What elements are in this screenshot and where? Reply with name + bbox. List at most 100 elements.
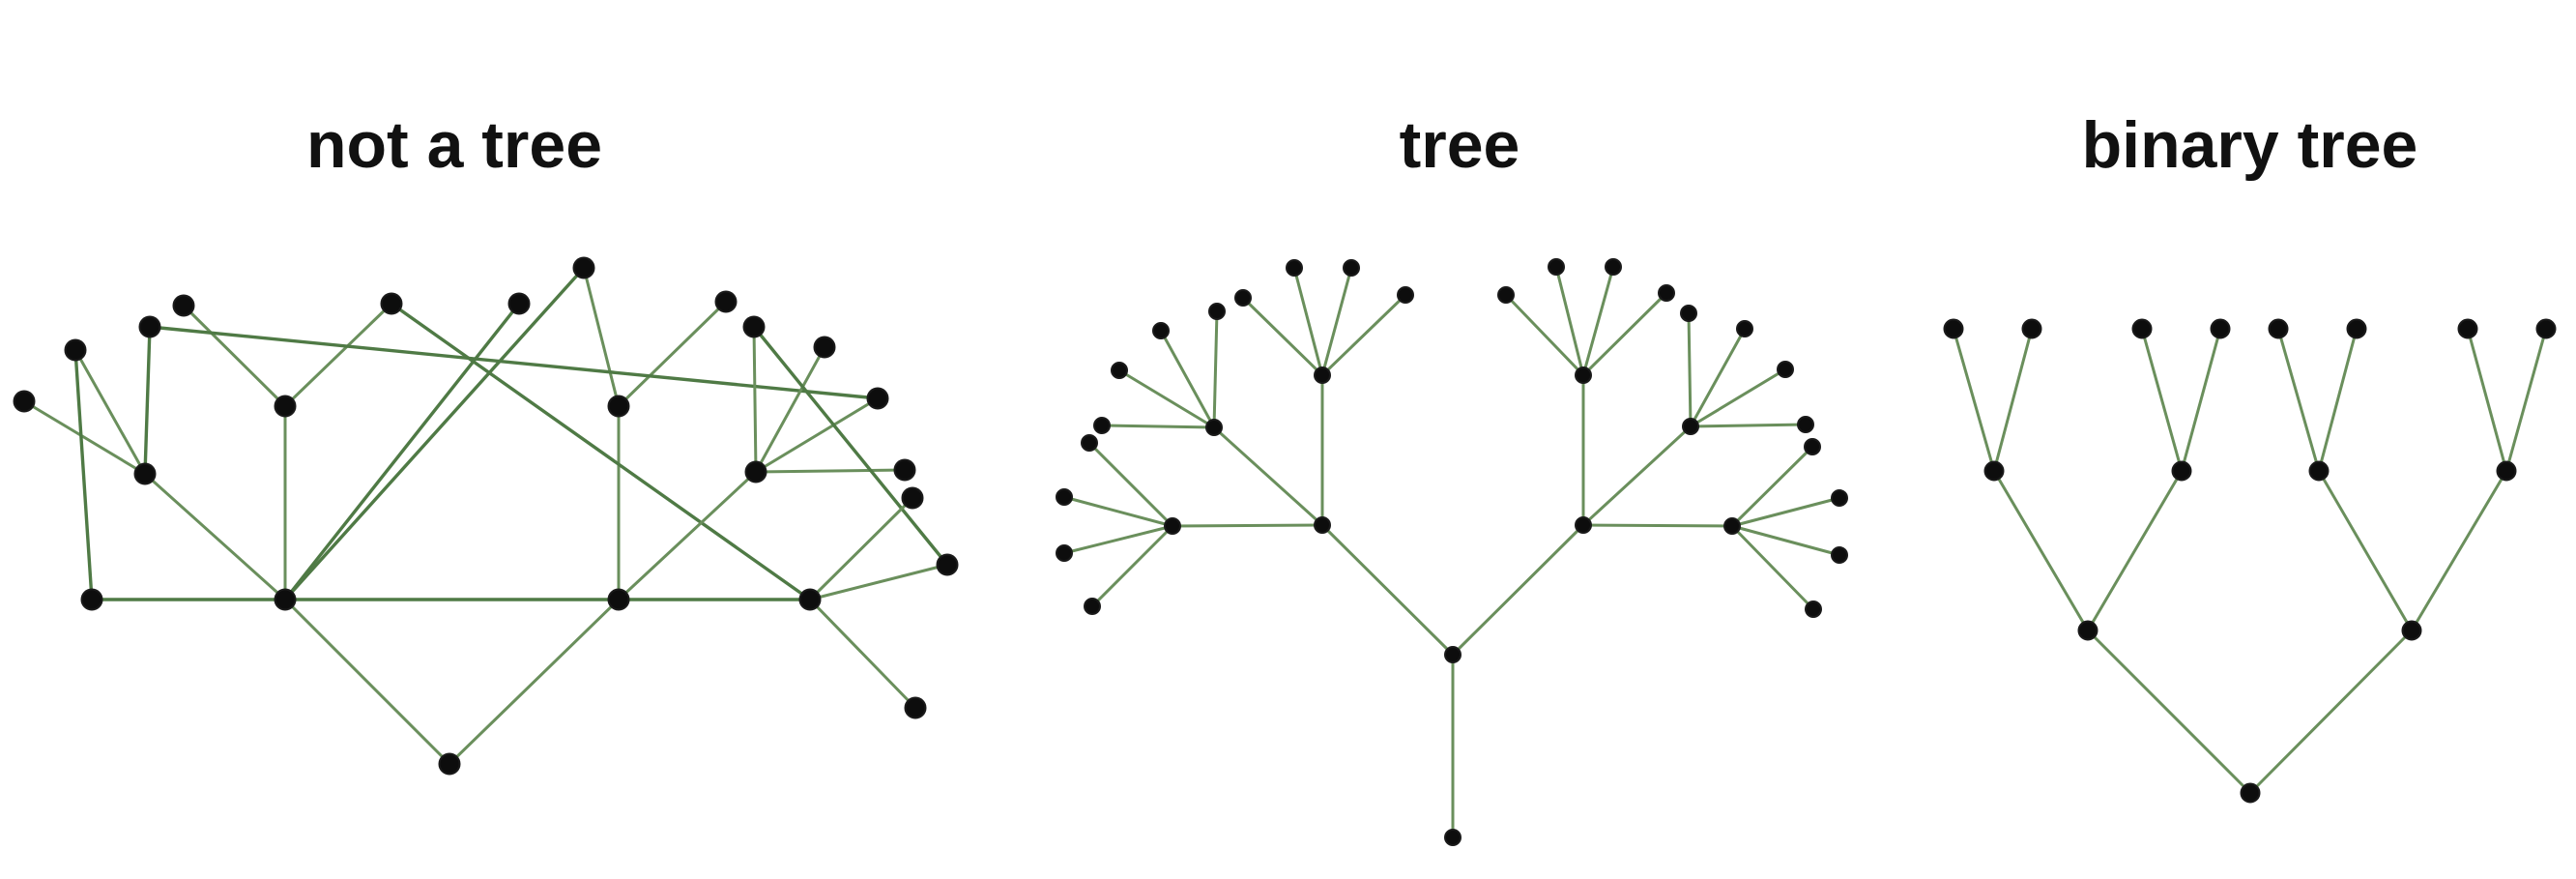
figure-title: binary tree xyxy=(2081,108,2418,182)
graph-node xyxy=(1497,286,1515,304)
graph-node xyxy=(1943,318,1964,339)
graph-node xyxy=(1804,438,1821,455)
graph-node xyxy=(138,315,161,338)
graph-node xyxy=(2457,318,2478,339)
graph-node xyxy=(64,338,87,362)
graph-node xyxy=(1831,489,1848,507)
graph-node xyxy=(901,486,924,510)
graph-edge xyxy=(1212,425,1324,527)
graph-node xyxy=(1205,419,1223,436)
graph-edge xyxy=(1581,291,1668,377)
graph-node xyxy=(438,752,461,776)
figure-tree: tree xyxy=(996,0,1924,879)
graph-node xyxy=(744,460,767,483)
graph-node xyxy=(133,462,157,485)
figure-title: tree xyxy=(1399,108,1520,182)
graph-edge xyxy=(390,302,812,601)
graph-edge xyxy=(2504,327,2548,473)
graph-node xyxy=(1658,284,1675,302)
graph-node xyxy=(1056,544,1073,562)
graph-node xyxy=(1680,305,1697,322)
graph-edge xyxy=(2317,469,2414,632)
graph-node xyxy=(1736,320,1753,337)
graph-edge xyxy=(182,304,287,408)
graph-node xyxy=(866,387,889,410)
graph-node xyxy=(572,256,595,279)
graph-edge xyxy=(1581,265,1615,377)
graph-node xyxy=(1797,416,1814,433)
graph-edge xyxy=(1117,368,1216,429)
graph-node xyxy=(1286,259,1303,277)
graph-node xyxy=(1831,546,1848,564)
graph-node xyxy=(1314,366,1331,384)
graph-node xyxy=(274,588,297,611)
graph-edge xyxy=(1689,423,1808,428)
figure-not-a-tree: not a tree xyxy=(0,0,967,879)
graph-node xyxy=(607,588,630,611)
graph-node xyxy=(1444,646,1462,663)
graph-node xyxy=(507,292,531,315)
graph-node xyxy=(13,390,36,413)
graph-edge xyxy=(448,598,621,766)
graph-node xyxy=(1548,258,1565,276)
graph-edge xyxy=(617,470,758,601)
graph-edge xyxy=(148,325,880,400)
graph-node xyxy=(813,336,836,359)
graph-edge xyxy=(1320,523,1455,657)
graph-node xyxy=(1682,418,1699,435)
tree-graph xyxy=(1056,258,1848,846)
graph-edge xyxy=(1952,327,1996,473)
graph-edge xyxy=(1687,311,1693,428)
graph-edge xyxy=(1090,524,1174,608)
graph-edge xyxy=(1212,309,1219,429)
graph-node xyxy=(2346,318,2367,339)
graph-edge xyxy=(1730,524,1815,611)
graph-edge xyxy=(808,598,917,710)
graph-node xyxy=(1777,361,1794,378)
graph-node xyxy=(1575,366,1592,384)
graph-node xyxy=(2535,318,2557,339)
graph-edge xyxy=(283,266,586,601)
graph-edge xyxy=(1100,424,1216,429)
graph-node xyxy=(1208,303,1226,320)
graph-edge xyxy=(1159,329,1216,429)
graph-node xyxy=(2240,782,2261,804)
graph-node xyxy=(2496,460,2517,482)
binary-tree-graph xyxy=(1943,318,2557,804)
graph-edge xyxy=(1581,425,1693,527)
graph-edge xyxy=(283,302,393,408)
graph-edge xyxy=(283,302,521,601)
graph-node xyxy=(2401,620,2422,641)
graph-edge xyxy=(22,399,147,476)
graph-node xyxy=(904,696,927,719)
graph-node xyxy=(1723,517,1741,535)
graph-node xyxy=(80,588,103,611)
graph-edge xyxy=(143,472,287,601)
graph-edge xyxy=(2248,629,2414,795)
graph-node xyxy=(1093,417,1111,434)
graph-edge xyxy=(1320,266,1353,377)
graph-edge xyxy=(1992,469,2090,632)
figure-title: not a tree xyxy=(305,108,603,182)
graph-node xyxy=(2210,318,2231,339)
graph-edge xyxy=(1689,367,1787,428)
graph-edge xyxy=(808,563,949,601)
graph-edge xyxy=(2140,327,2184,473)
graph-node xyxy=(936,553,959,576)
graph-node xyxy=(380,292,403,315)
graph-edge xyxy=(2086,629,2252,795)
graph-edge xyxy=(2410,469,2508,632)
figure-binary-tree: binary tree xyxy=(1924,0,2576,879)
graph-edge xyxy=(1689,327,1747,428)
graph-edge xyxy=(2317,327,2359,473)
graph-node xyxy=(798,588,822,611)
graph-edge xyxy=(1992,327,2034,473)
graph-edge xyxy=(2180,327,2222,473)
graph-node xyxy=(274,395,297,418)
graph-edge xyxy=(1292,266,1324,377)
graph-node xyxy=(172,294,195,317)
graph-node xyxy=(1111,362,1128,379)
graph-edge xyxy=(1554,265,1585,377)
graph-edge xyxy=(754,396,880,474)
graph-edge xyxy=(1241,296,1324,377)
